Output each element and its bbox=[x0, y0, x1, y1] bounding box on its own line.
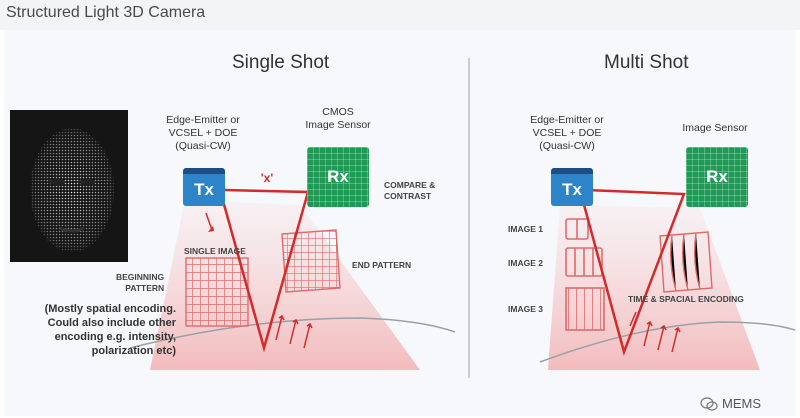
multi-emitter-line-3: (Quasi-CW) bbox=[539, 140, 595, 152]
watermark-text: MEMS bbox=[722, 396, 761, 411]
section-divider bbox=[468, 58, 470, 378]
wechat-icon bbox=[700, 396, 718, 411]
beginning-line-1: BEGINNING bbox=[116, 272, 165, 282]
single-end-pattern bbox=[281, 229, 341, 293]
page-title: Structured Light 3D Camera bbox=[6, 4, 206, 21]
single-rx-label: Rx bbox=[327, 167, 349, 186]
image3-pattern bbox=[565, 287, 605, 331]
emitter-line-1: Edge-Emitter or bbox=[166, 114, 240, 126]
multi-rx-chip: Rx bbox=[686, 147, 748, 207]
image2-lines bbox=[574, 248, 594, 276]
multi-beam-path bbox=[578, 188, 686, 357]
image1-label: IMAGE 1 bbox=[508, 224, 543, 234]
multi-surface bbox=[539, 321, 796, 363]
beginning-line-2: PATTERN bbox=[125, 283, 165, 293]
note-line-3: encoding e.g. intensity, bbox=[54, 331, 176, 343]
single-rx-chip: Rx bbox=[307, 147, 369, 207]
face-dots bbox=[10, 110, 128, 262]
watermark: MEMS bbox=[700, 396, 761, 411]
multi-emitter-line-1: Edge-Emitter or bbox=[530, 114, 604, 126]
title-bar: Structured Light 3D Camera bbox=[0, 0, 800, 30]
multi-sensor-label: Image Sensor bbox=[682, 122, 748, 134]
multi-tx-label: Tx bbox=[562, 180, 582, 199]
multi-small-arrow bbox=[629, 311, 637, 327]
single-return-arrows bbox=[275, 314, 313, 349]
compare-line-1: COMPARE & bbox=[384, 180, 436, 190]
note-line-2: Could also include other bbox=[47, 317, 176, 329]
single-surface bbox=[129, 317, 456, 349]
sensor-line-2: Image Sensor bbox=[305, 119, 371, 131]
note-line-1: (Mostly spatial encoding. bbox=[44, 303, 176, 315]
single-shot-title: Single Shot bbox=[232, 52, 330, 73]
time-spacial-encoding-label: TIME & SPACIAL ENCODING bbox=[628, 294, 744, 304]
sensor-line-1: CMOS bbox=[322, 106, 354, 118]
image2-label: IMAGE 2 bbox=[508, 258, 543, 268]
beginning-pattern-label: BEGINNING PATTERN bbox=[116, 272, 164, 294]
tx-down-arrow bbox=[205, 212, 213, 231]
image3-label: IMAGE 3 bbox=[508, 304, 543, 314]
multi-return-arrows bbox=[643, 320, 681, 353]
face-depth-photo bbox=[10, 110, 128, 262]
compare-line-2: CONTRAST bbox=[384, 191, 432, 201]
multi-end-lines bbox=[669, 232, 701, 292]
compare-contrast-label: COMPARE & CONTRAST bbox=[384, 180, 435, 202]
multi-tx-chip: Tx bbox=[551, 168, 593, 206]
multi-emitter-label: Edge-Emitter or VCSEL + DOE (Quasi-CW) bbox=[512, 114, 622, 153]
single-beam-path bbox=[218, 188, 310, 353]
multi-rx-label: Rx bbox=[706, 167, 728, 186]
multi-end-pattern bbox=[659, 231, 713, 293]
single-emitter-label: Edge-Emitter or VCSEL + DOE (Quasi-CW) bbox=[148, 114, 258, 153]
emitter-line-3: (Quasi-CW) bbox=[175, 140, 231, 152]
single-sensor-label: CMOS Image Sensor bbox=[286, 106, 390, 132]
emitter-line-2: VCSEL + DOE bbox=[168, 127, 238, 139]
multi-shot-title: Multi Shot bbox=[604, 52, 689, 73]
single-tx-chip: Tx bbox=[183, 168, 225, 206]
multi-emitter-line-2: VCSEL + DOE bbox=[532, 127, 602, 139]
single-image-label: SINGLE IMAGE bbox=[184, 246, 246, 256]
x-mark: 'x' bbox=[260, 171, 274, 185]
note-line-4: polarization etc) bbox=[91, 345, 176, 357]
end-pattern-label: END PATTERN bbox=[352, 260, 412, 270]
encoding-note: (Mostly spatial encoding. Could also inc… bbox=[6, 302, 176, 358]
single-tx-label: Tx bbox=[194, 180, 214, 199]
single-beginning-pattern bbox=[185, 257, 249, 327]
tx-arrowhead bbox=[208, 226, 214, 232]
